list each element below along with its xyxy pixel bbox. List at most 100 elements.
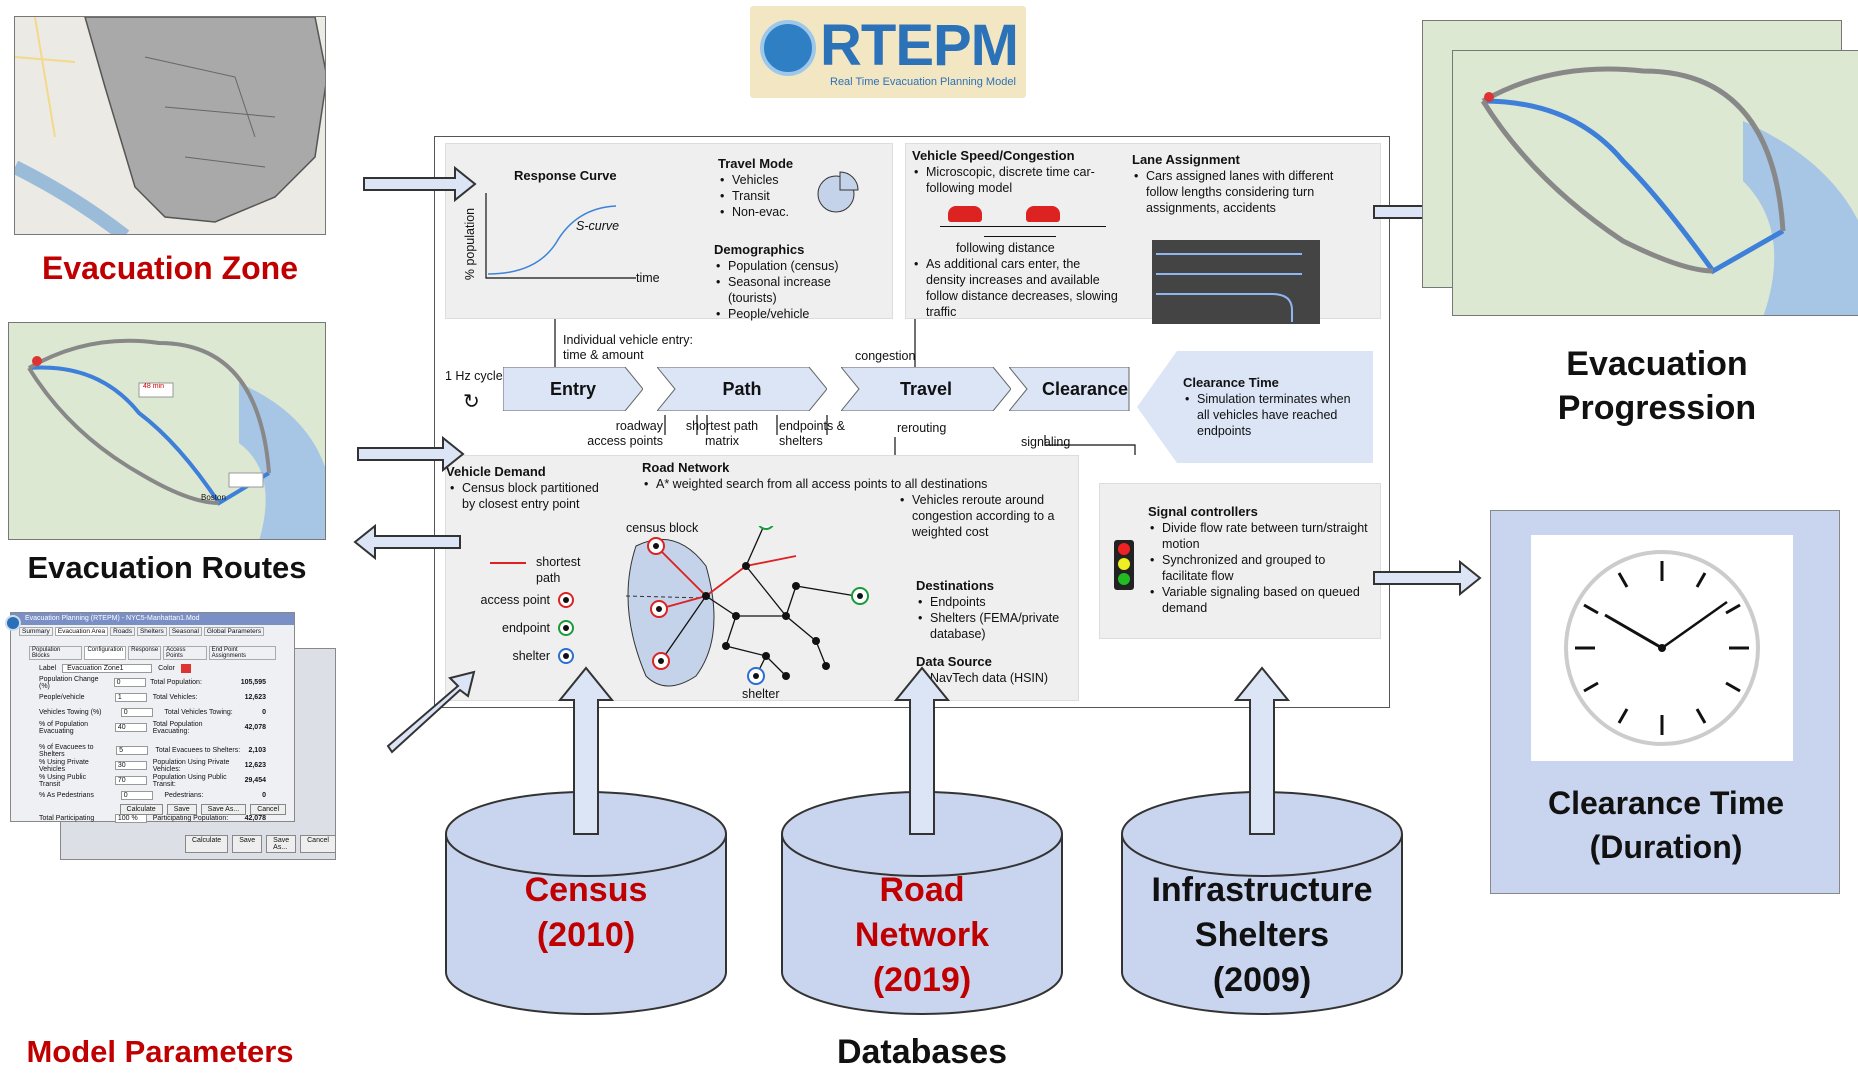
parameter-label: % As Pedestrians [39, 792, 94, 799]
car-icon-2 [1026, 206, 1060, 222]
signal-title: Signal controllers [1148, 504, 1258, 519]
travel-mode-list: VehiclesTransitNon-evac. [718, 172, 789, 220]
reroute-item: Vehicles reroute around congestion accor… [898, 492, 1074, 540]
legend-access: access point [480, 593, 550, 607]
speed-item: Microscopic, discrete time car-following… [912, 164, 1112, 196]
parameter-input[interactable]: 5 [116, 746, 149, 755]
demand-list: Census block partitioned by closest entr… [448, 480, 608, 512]
result-label: Total Population Evacuating: [152, 720, 203, 735]
parameter-label: % Using Private Vehicles [39, 758, 89, 773]
back-save-as-button[interactable]: Save As... [266, 835, 297, 853]
calculate-button[interactable]: Calculate [119, 804, 163, 815]
legend-shelter: shelter [512, 649, 550, 663]
tab-roads[interactable]: Roads [110, 627, 135, 636]
response-xlabel: time [636, 271, 660, 285]
result-value: 29,454 [244, 777, 266, 784]
parameter-input[interactable]: 0 [120, 708, 153, 717]
tab-shelters[interactable]: Shelters [136, 627, 167, 636]
tab-summary[interactable]: Summary [19, 627, 53, 636]
rtepm-logo: RTEPM Real Time Evacuation Planning Mode… [750, 6, 1026, 98]
database-label-line: (2010) [536, 916, 636, 954]
map-badge-1: 48 min [143, 383, 165, 390]
evacuation-routes-map: 48 min Boston [8, 322, 326, 540]
speed-title: Vehicle Speed/Congestion [912, 148, 1075, 163]
back-cancel-button[interactable]: Cancel [300, 835, 336, 853]
destination-item: Shelters (FEMA/private database) [916, 610, 1080, 642]
clearance-item: Simulation terminates when all vehicles … [1183, 391, 1355, 439]
destinations-title: Destinations [916, 578, 995, 593]
road-list: A* weighted search from all access point… [642, 476, 1062, 492]
road-item: A* weighted search from all access point… [642, 476, 1062, 492]
parameter-input[interactable]: 0 [113, 678, 146, 687]
cycle-icon: ↻ [463, 391, 480, 413]
result-value: 12,623 [244, 762, 266, 769]
progression-map-front [1452, 50, 1858, 316]
legend-shortest-line [490, 562, 526, 564]
tab-evacuation-area[interactable]: Evacuation Area [54, 627, 109, 636]
databases-label: Databases [836, 1033, 1008, 1071]
legend-endpoint: endpoint [502, 621, 550, 635]
save-button[interactable]: Save [166, 804, 197, 815]
label-caption: Label [39, 665, 57, 672]
endpoint-icon [558, 620, 574, 636]
save-as-button[interactable]: Save As... [200, 804, 247, 815]
subtab-access-points[interactable]: Access Points [163, 646, 207, 660]
zone-map-graphic [15, 17, 325, 234]
database-cylinder: Census(2010) [444, 790, 728, 1016]
color-caption: Color [158, 665, 175, 672]
clearance-title: Clearance Time [1183, 375, 1279, 390]
demographics-list: Population (census)Seasonal increase (to… [714, 258, 874, 322]
subtab-response[interactable]: Response [128, 646, 162, 660]
parameter-input[interactable]: 1 [114, 693, 147, 702]
flow-entry-label: Entry [549, 378, 596, 399]
parameter-input[interactable]: 70 [114, 776, 147, 785]
back-save-button[interactable]: Save [232, 835, 263, 853]
evacuation-zone-map [14, 16, 326, 235]
parameter-input[interactable]: 0 [120, 791, 153, 800]
subtab-end-point-assignments[interactable]: End Point Assignments [208, 646, 276, 660]
demographics-item: Population (census) [714, 258, 874, 274]
model-parameters-window: Evacuation Planning (RTEPM) - NYC5-Manha… [5, 612, 295, 823]
parameter-row: % of Population Evacuating 40 Total Popula… [39, 720, 266, 735]
back-calculate-button[interactable]: Calculate [185, 835, 229, 853]
network-graph [625, 526, 869, 687]
result-label: Total Population: [150, 679, 202, 686]
result-value: 42,078 [244, 815, 266, 822]
census-block-label: census block [626, 521, 699, 535]
routes-map-graphic [9, 323, 325, 539]
label-input[interactable]: Evacuation Zone1 [62, 664, 153, 673]
logo-clock-icon [760, 20, 816, 76]
speed-panel: Vehicle Speed/Congestion Microscopic, di… [905, 143, 1381, 324]
tab-global-parameters[interactable]: Global Parameters [203, 627, 265, 636]
entry-note: Individual vehicle entry: time & amount [563, 333, 693, 362]
lane-arrows [1156, 253, 1302, 322]
logo-name: RTEPM [820, 13, 1019, 78]
cancel-button[interactable]: Cancel [250, 804, 286, 815]
database-label-line: Shelters [1194, 916, 1330, 954]
tab-seasonal[interactable]: Seasonal [168, 627, 202, 636]
parameter-label: Vehicles Towing (%) [39, 709, 102, 716]
pie-icon [817, 171, 859, 213]
travel-mode-title: Travel Mode [718, 156, 794, 171]
travel-mode-item: Non-evac. [718, 204, 789, 220]
result-label: Participating Population: [152, 815, 229, 822]
demographics-item: Seasonal increase (tourists) [714, 274, 874, 306]
flow-entry: Entry [503, 367, 643, 411]
following-distance-label: following distance [956, 241, 1055, 255]
parameter-input[interactable]: 30 [114, 761, 147, 770]
signal-panel: Signal controllers Divide flow rate betw… [1099, 483, 1381, 639]
response-curve-title: Response Curve [514, 168, 617, 183]
evacuation-routes-label: Evacuation Routes [27, 550, 307, 585]
parameter-label: % of Population Evacuating [39, 720, 89, 735]
parameter-input[interactable]: 40 [114, 723, 147, 732]
color-swatch[interactable] [180, 664, 191, 673]
demographics-title: Demographics [714, 242, 805, 257]
flow-travel-label: Travel [899, 378, 953, 399]
subtab-population-blocks[interactable]: Population Blocks [29, 646, 83, 660]
following-arrow [984, 236, 1056, 237]
subtab-configuration[interactable]: Configuration [84, 646, 127, 660]
database-label-line: (2019) [872, 961, 972, 999]
